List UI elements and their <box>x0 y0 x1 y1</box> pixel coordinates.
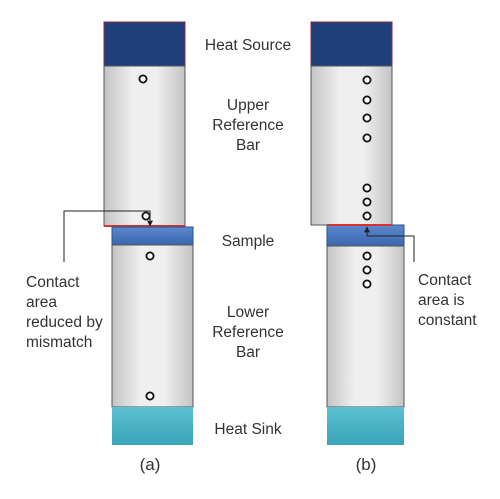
thermocouple-point <box>138 74 148 84</box>
label-sample: Sample <box>221 233 275 250</box>
label-line: Upper <box>226 97 270 114</box>
heat-sink-block-b <box>327 407 404 445</box>
heat-sink-block-a <box>112 407 193 445</box>
callout-label-a: Contact area reduced by mismatch <box>26 273 103 353</box>
lower-reference-bar-a <box>111 244 194 408</box>
thermocouple-point <box>362 183 372 193</box>
caption-a: (a) <box>139 455 161 474</box>
thermocouple-point <box>362 279 372 289</box>
thermocouple-point <box>362 211 372 221</box>
caption-b: (b) <box>355 455 377 474</box>
label-heat-sink: Heat Sink <box>214 421 282 438</box>
thermocouple-point <box>362 265 372 275</box>
sample-block-a <box>111 226 194 246</box>
thermocouples-a <box>138 74 155 401</box>
label-line: reduced by <box>26 314 103 331</box>
label-line: Reference <box>212 117 284 134</box>
label-line: Bar <box>235 344 261 361</box>
label-line: Bar <box>235 137 261 154</box>
label-line: mismatch <box>26 334 93 351</box>
upper-reference-bar-a <box>103 65 186 227</box>
setup-b <box>310 21 415 445</box>
callout-label-b: Contact area is constant <box>418 271 477 331</box>
heat-source-block-b <box>310 21 393 67</box>
label-lower-reference-bar: Lower Reference Bar <box>190 303 306 363</box>
thermocouple-point <box>362 197 372 207</box>
thermocouple-point <box>362 133 372 143</box>
label-line: area is <box>418 292 465 309</box>
thermocouple-point <box>362 251 372 261</box>
label-heat-source: Heat Source <box>204 37 292 54</box>
thermocouple-point <box>362 95 372 105</box>
thermocouple-point <box>141 211 151 221</box>
heat-source-block-a <box>103 21 186 67</box>
upper-reference-bar-b <box>310 65 393 226</box>
thermocouple-point <box>362 75 372 85</box>
label-line: Contact <box>26 274 80 291</box>
thermocouples-b <box>362 75 372 289</box>
thermocouple-point <box>145 391 155 401</box>
label-line: constant <box>418 312 477 329</box>
label-line: Reference <box>212 324 284 341</box>
thermocouple-point <box>362 113 372 123</box>
label-line: area <box>26 294 58 311</box>
thermocouple-point <box>145 251 155 261</box>
label-line: Contact <box>418 272 472 289</box>
label-line: Lower <box>226 304 270 321</box>
callout-arrow-a <box>63 210 153 262</box>
label-upper-reference-bar: Upper Reference Bar <box>190 96 306 156</box>
callout-arrow-b <box>364 226 415 262</box>
setup-a <box>63 21 194 445</box>
